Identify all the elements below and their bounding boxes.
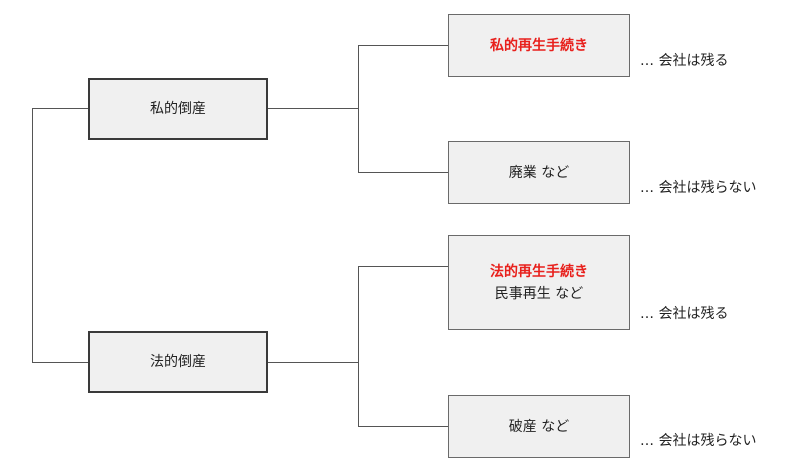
private-rehabilitation-label: 私的再生手続き (490, 37, 588, 54)
connector-root-vertical (32, 108, 33, 362)
legal-rehabilitation-sublabel: 民事再生 など (494, 285, 584, 302)
connector-private-out (268, 108, 358, 109)
private-bankruptcy-box: 私的倒産 (88, 78, 268, 140)
note-company-remains-1: … 会社は残る (640, 53, 729, 69)
legal-bankruptcy-box: 法的倒産 (88, 331, 268, 393)
legal-bankruptcy-label: 法的倒産 (150, 354, 206, 370)
closure-label: 廃業 など (508, 164, 570, 181)
connector-to-bankruptcy (358, 426, 448, 427)
connector-legal-out (268, 362, 358, 363)
legal-rehabilitation-label: 法的再生手続き (490, 263, 588, 280)
note-company-not-remain-1: … 会社は残らない (640, 180, 757, 196)
private-bankruptcy-label: 私的倒産 (150, 101, 206, 117)
note-company-remains-2: … 会社は残る (640, 306, 729, 322)
connector-root-to-private (32, 108, 88, 109)
connector-private-vertical (358, 45, 359, 172)
connector-to-legal-rehab (358, 266, 448, 267)
connector-to-private-rehab (358, 45, 448, 46)
bankruptcy-label: 破産 など (508, 418, 570, 435)
note-company-not-remain-2: … 会社は残らない (640, 433, 757, 449)
private-rehabilitation-box: 私的再生手続き (448, 14, 630, 77)
connector-legal-vertical (358, 266, 359, 426)
connector-root-to-legal (32, 362, 88, 363)
legal-rehabilitation-box: 法的再生手続き 民事再生 など (448, 235, 630, 330)
connector-to-closure (358, 172, 448, 173)
bankruptcy-box: 破産 など (448, 395, 630, 458)
closure-box: 廃業 など (448, 141, 630, 204)
